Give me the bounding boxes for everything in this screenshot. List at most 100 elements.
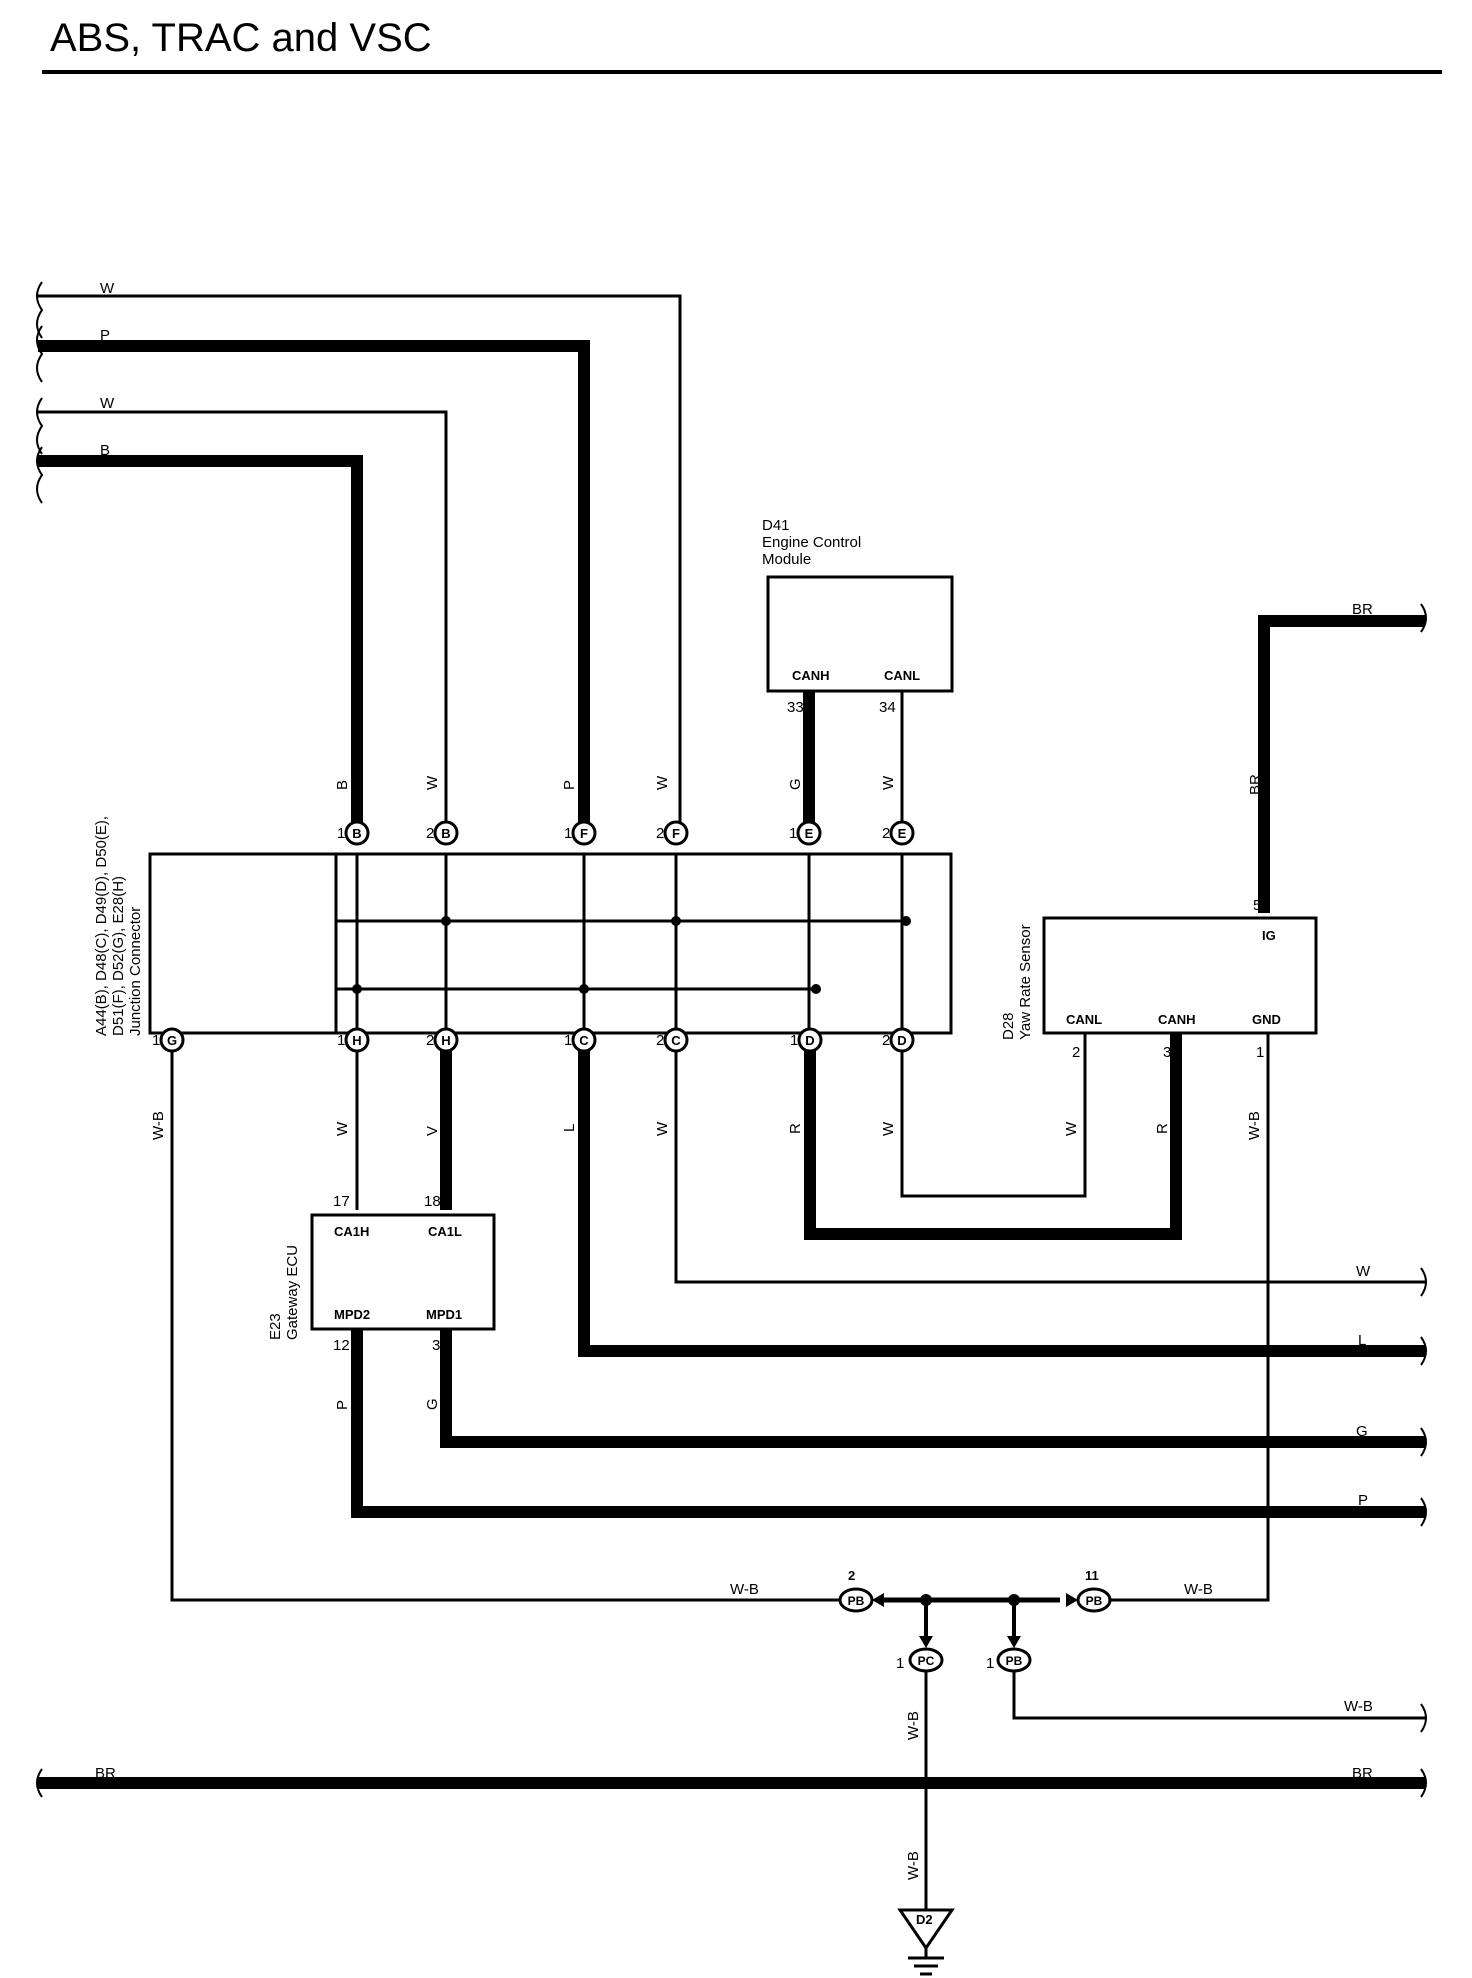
- junction-top-pin-6: E2: [882, 820, 915, 846]
- pc-num: 1: [896, 1655, 904, 1672]
- junction-bottom-pin-4-num: 1: [564, 1032, 572, 1049]
- junction-top-pin-5: E1: [789, 820, 822, 846]
- gateway-ca1l-label: CA1L: [428, 1224, 462, 1239]
- junction-bottom-pin-7: D2: [882, 1027, 915, 1053]
- junction-top-pin-6-num: 2: [882, 825, 890, 842]
- junction-bottom-pin-3-circle: [433, 1027, 459, 1053]
- bus-junction-dot-2: [1008, 1594, 1020, 1606]
- junction-bottom-pin-7-circle: [889, 1027, 915, 1053]
- junction-top-pin-4: F2: [656, 820, 689, 846]
- wire-label-top-4: W: [654, 775, 671, 790]
- junction-bottom-pin-5-letter: C: [671, 1033, 681, 1048]
- junction-top-pin-1: B1: [337, 820, 370, 846]
- yaw-pin-canl: 2: [1072, 1044, 1080, 1061]
- junction-bottom-pin-5-num: 2: [656, 1032, 664, 1049]
- junction-bottom-pin-3-num: 2: [426, 1032, 434, 1049]
- right-wire-label-7: BR: [1352, 1765, 1373, 1782]
- yaw-name: Yaw Rate Sensor: [1017, 924, 1034, 1040]
- junction-top-pin-3-num: 1: [564, 825, 572, 842]
- junction-bottom-pin-6-letter: D: [805, 1033, 814, 1048]
- junction-internal: [336, 854, 906, 1033]
- left-wire-label-2: P: [100, 327, 110, 344]
- junction-top-pin-3-circle: [571, 820, 597, 846]
- wire-label-yaw-gnd: W-B: [1246, 1111, 1263, 1140]
- wire-end-marks: [36, 281, 1427, 1798]
- wire-jc-1c: [578, 1042, 1425, 1357]
- gateway-ca1h-label: CA1H: [334, 1224, 369, 1239]
- yaw-pin-gnd: 1: [1256, 1044, 1264, 1061]
- pb-right-connector: PB: [1076, 1587, 1112, 1613]
- ecm-pin-canh: 33: [787, 699, 804, 716]
- junction-top-pin-3-letter: F: [580, 826, 588, 841]
- junction-bottom-pin-3: H2: [426, 1027, 459, 1053]
- yaw-id: D28: [1000, 1012, 1017, 1040]
- pb-left-wire: W-B: [730, 1581, 759, 1598]
- wire-gw-mpd2: [351, 1328, 1425, 1518]
- yaw-canh-label: CANH: [1158, 1012, 1196, 1027]
- gateway-pin-ca1h: 17: [333, 1193, 350, 1210]
- wire-left-w-2: [38, 410, 448, 833]
- junction-bottom-pin-2-num: 1: [337, 1032, 345, 1049]
- junction-bottom-pin-6: D1: [790, 1027, 823, 1053]
- junction-bottom-pin-5-circle: [663, 1027, 689, 1053]
- yaw-ig-label: IG: [1262, 928, 1276, 943]
- arrow-pc: [919, 1636, 933, 1648]
- junction-bottom-pin-6-circle: [797, 1027, 823, 1053]
- junction-top-pin-4-letter: F: [672, 826, 680, 841]
- gateway-name: Gateway ECU: [284, 1245, 301, 1340]
- wire-label-bot-1: W-B: [150, 1111, 167, 1140]
- wire-label-bot-4: L: [561, 1124, 578, 1132]
- junction-top-pin-5-num: 1: [789, 825, 797, 842]
- wire-yaw-ig: [1258, 615, 1425, 913]
- junction-top-pin-5-circle: [796, 820, 822, 846]
- junction-top-pin-4-circle: [663, 820, 689, 846]
- wire-label-top-2: W: [424, 775, 441, 790]
- gateway-pin-mpd1: 3: [432, 1337, 440, 1354]
- wire-label-top-3: P: [561, 780, 578, 790]
- right-wire-label-1: BR: [1352, 601, 1373, 618]
- bus-junction-dot-1: [920, 1594, 932, 1606]
- junction-label-2: D51(F), D52(G), E28(H): [110, 876, 127, 1036]
- gateway-mpd1-label: MPD1: [426, 1307, 462, 1322]
- yaw-gnd-label: GND: [1252, 1012, 1281, 1027]
- wire-left-b: [38, 455, 363, 833]
- junction-top-pin-2-letter: B: [441, 826, 450, 841]
- right-wire-label-5: P: [1358, 1492, 1368, 1509]
- arrow-pb-down: [1007, 1636, 1021, 1648]
- wire-jc-2d: [900, 1030, 1087, 1198]
- junction-bottom-pin-2-letter: H: [352, 1033, 361, 1048]
- junction-top-pin-2-circle: [433, 820, 459, 846]
- junction-bottom-pin-2-circle: [344, 1027, 370, 1053]
- pb-down-connector-label: PB: [1006, 1654, 1023, 1668]
- wire-label-bot-2: W: [334, 1121, 351, 1136]
- wire-jc-1d: [804, 1030, 1182, 1240]
- wire-label-gw-mpd1: G: [424, 1398, 441, 1410]
- ground-symbol: [897, 1908, 955, 1976]
- ecm-pin-canl: 34: [879, 699, 896, 716]
- yaw-rate-sensor-box: [1042, 916, 1318, 1035]
- pb-right-connector-label: PB: [1086, 1594, 1103, 1608]
- arrow-pb-right: [1066, 1593, 1078, 1607]
- wire-left-p: [38, 340, 590, 833]
- ecm-canl-label: CANL: [884, 668, 920, 683]
- junction-top-pin-2: B2: [426, 820, 459, 846]
- wire-label-bot-7: W: [880, 1121, 897, 1136]
- junction-top-pin-1-num: 1: [337, 825, 345, 842]
- title-rule: [42, 70, 1442, 74]
- ecm-box: [766, 575, 954, 693]
- junction-bottom-pin-4: C1: [564, 1027, 597, 1053]
- gateway-pin-mpd2: 12: [333, 1337, 350, 1354]
- wire-gw-mpd1: [440, 1328, 1425, 1448]
- junction-dots: [352, 916, 911, 994]
- junction-bottom-pin-7-num: 2: [882, 1032, 890, 1049]
- pc-connector: PC: [908, 1647, 944, 1673]
- junction-top-pin-4-num: 2: [656, 825, 664, 842]
- yaw-canl-label: CANL: [1066, 1012, 1102, 1027]
- junction-bottom-pin-2: H1: [337, 1027, 370, 1053]
- gateway-mpd2-label: MPD2: [334, 1307, 370, 1322]
- junction-bottom-pin-3-letter: H: [441, 1033, 450, 1048]
- gateway-pin-ca1l: 18: [424, 1193, 441, 1210]
- wire-pb-down: [1012, 1670, 1425, 1720]
- right-wire-label-2: W: [1356, 1263, 1371, 1280]
